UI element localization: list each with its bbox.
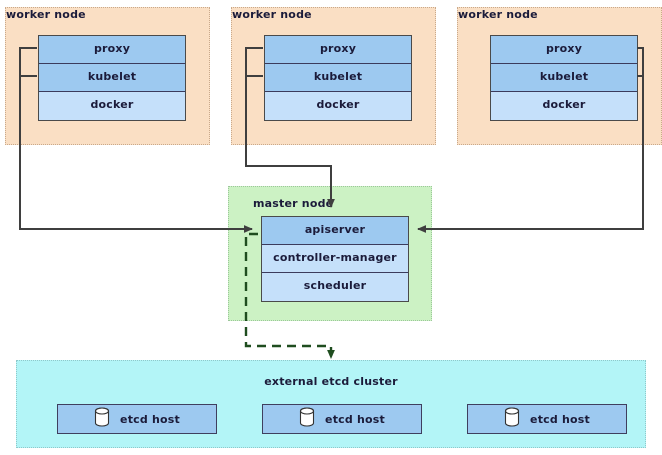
etcd-host-1-label: etcd host xyxy=(120,412,180,426)
master-node-stack: apiserver controller-manager scheduler xyxy=(261,216,409,302)
worker-node-3-title: worker node xyxy=(458,8,538,21)
database-cylinder-icon xyxy=(504,407,520,431)
external-etcd-cluster-group: external etcd cluster etcd host etcd hos… xyxy=(16,360,646,448)
master-node-title: master node xyxy=(253,197,334,210)
component-docker: docker xyxy=(39,92,185,120)
component-kubelet: kubelet xyxy=(265,64,411,92)
worker-node-2-title: worker node xyxy=(232,8,312,21)
etcd-host-3: etcd host xyxy=(467,404,627,434)
component-docker: docker xyxy=(491,92,637,120)
database-cylinder-icon xyxy=(299,407,315,431)
etcd-host-2-label: etcd host xyxy=(325,412,385,426)
worker-node-1-stack: proxy kubelet docker xyxy=(38,35,186,121)
database-cylinder-icon xyxy=(94,407,110,431)
worker-node-3-group: worker node proxy kubelet docker xyxy=(457,7,662,145)
component-kubelet: kubelet xyxy=(39,64,185,92)
master-node-group: master node apiserver controller-manager… xyxy=(228,186,432,321)
external-etcd-cluster-title: external etcd cluster xyxy=(264,375,398,388)
component-proxy: proxy xyxy=(265,36,411,64)
worker-node-1-title: worker node xyxy=(6,8,86,21)
etcd-host-2: etcd host xyxy=(262,404,422,434)
component-scheduler: scheduler xyxy=(262,273,408,301)
etcd-host-1: etcd host xyxy=(57,404,217,434)
worker-node-2-group: worker node proxy kubelet docker xyxy=(231,7,436,145)
component-docker: docker xyxy=(265,92,411,120)
component-apiserver: apiserver xyxy=(262,217,408,245)
component-proxy: proxy xyxy=(39,36,185,64)
component-proxy: proxy xyxy=(491,36,637,64)
etcd-host-3-label: etcd host xyxy=(530,412,590,426)
component-controller-manager: controller-manager xyxy=(262,245,408,273)
worker-node-1-group: worker node proxy kubelet docker xyxy=(5,7,210,145)
worker-node-2-stack: proxy kubelet docker xyxy=(264,35,412,121)
component-kubelet: kubelet xyxy=(491,64,637,92)
worker-node-3-stack: proxy kubelet docker xyxy=(490,35,638,121)
